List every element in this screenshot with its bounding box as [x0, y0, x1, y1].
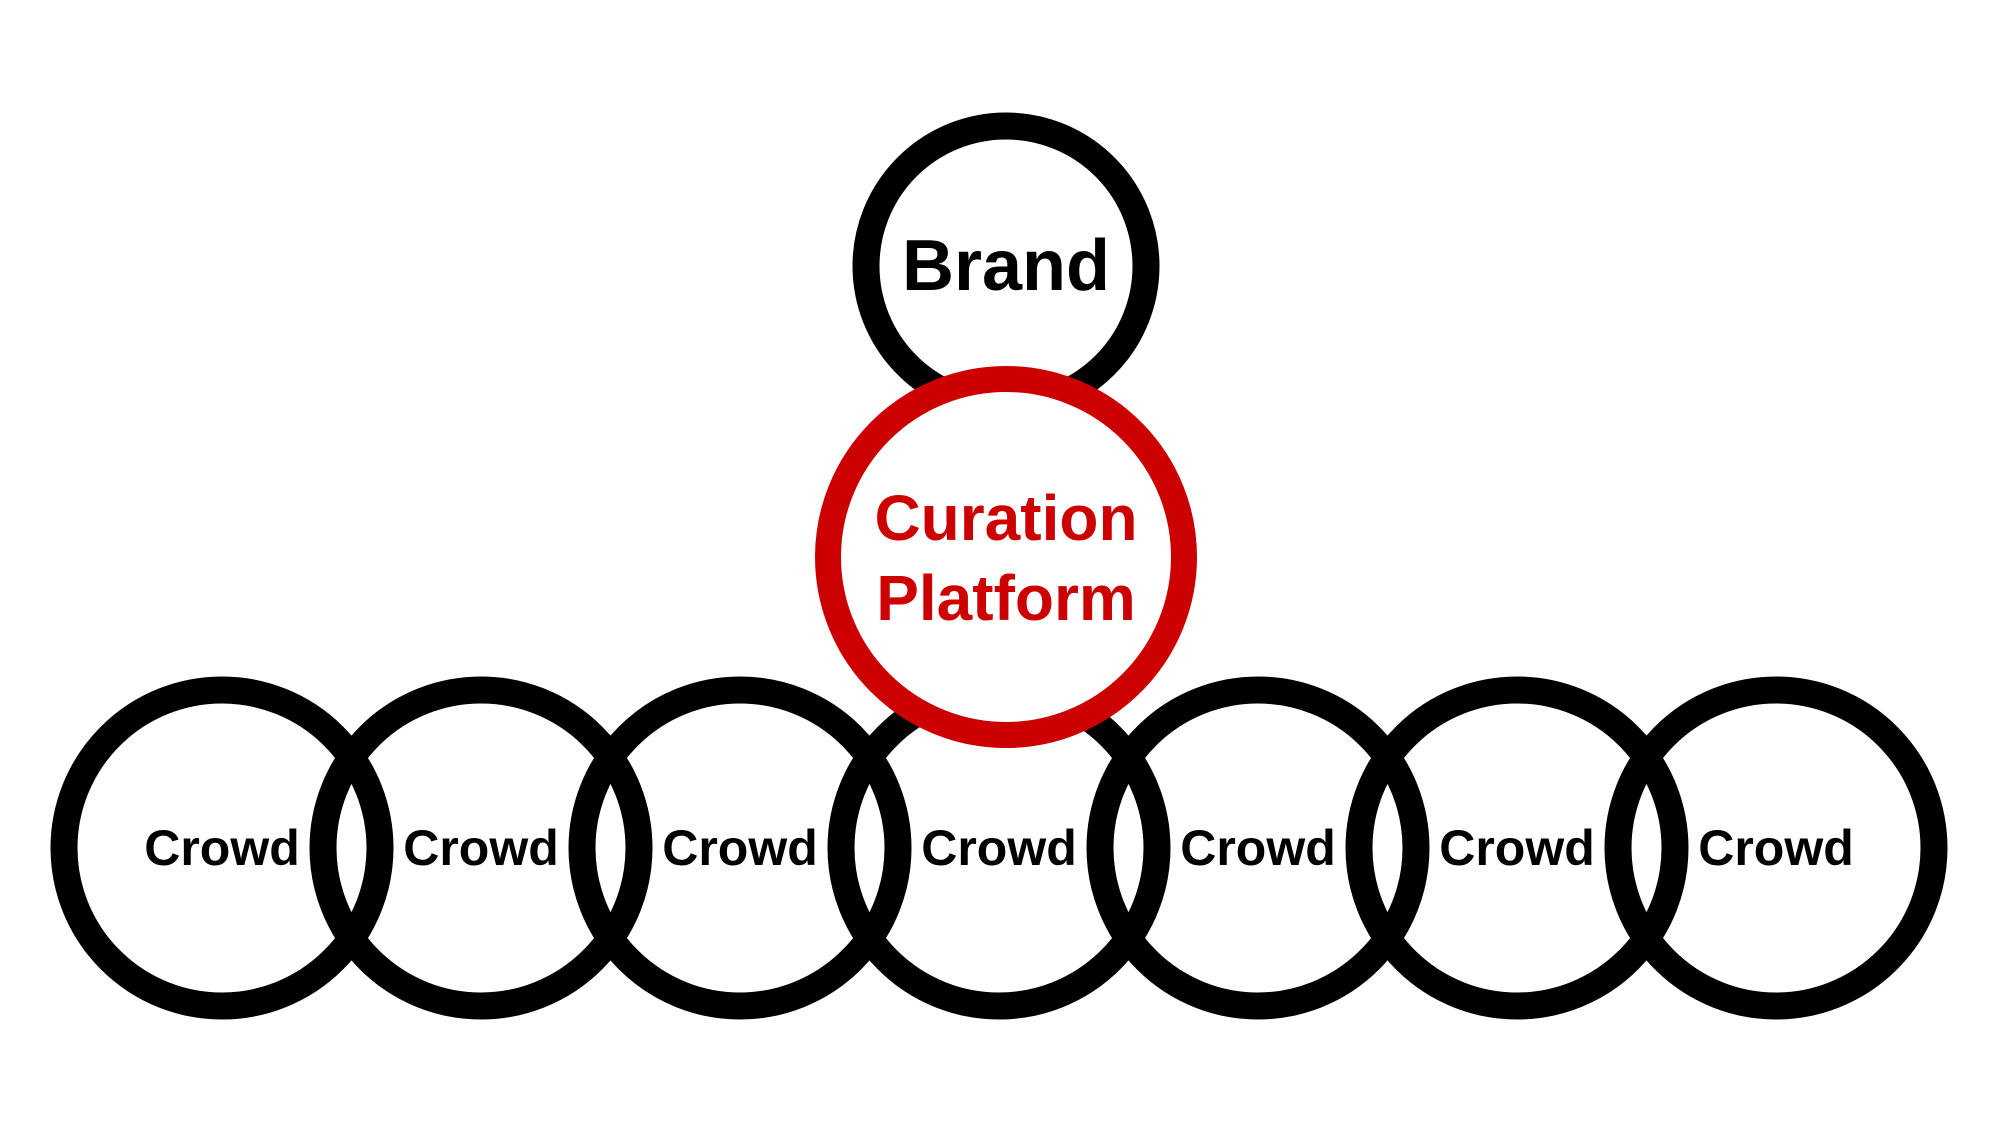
- crowd-label-7: Crowd: [1698, 820, 1854, 876]
- crowd-label-1: Crowd: [144, 820, 300, 876]
- crowd-ring-1: [50, 676, 394, 1020]
- crowd-ring-3: [568, 676, 912, 1020]
- crowd-node-3: Crowd: [568, 676, 912, 1020]
- crowd-node-2: Crowd: [309, 676, 653, 1020]
- crowd-label-4: Crowd: [921, 820, 1077, 876]
- crowd-node-6: Crowd: [1345, 676, 1689, 1020]
- crowd-ring-2: [309, 676, 653, 1020]
- platform-ring: [815, 366, 1197, 748]
- crowd-label-3: Crowd: [662, 820, 818, 876]
- crowd-ring-5: [1086, 676, 1430, 1020]
- crowd-ring-7: [1604, 676, 1948, 1020]
- platform-label-line1: Curation: [874, 482, 1137, 554]
- brand-label: Brand: [902, 226, 1110, 306]
- platform-node: Curation Platform: [815, 366, 1197, 748]
- crowd-ring-6: [1345, 676, 1689, 1020]
- platform-label-line2: Platform: [876, 562, 1136, 634]
- crowd-node-1: Crowd: [50, 676, 394, 1020]
- crowd-node-7: Crowd: [1604, 676, 1948, 1020]
- crowd-label-2: Crowd: [403, 820, 559, 876]
- brand-node: Brand: [852, 112, 1160, 420]
- crowd-node-5: Crowd: [1086, 676, 1430, 1020]
- crowd-label-5: Crowd: [1180, 820, 1336, 876]
- crowd-label-6: Crowd: [1439, 820, 1595, 876]
